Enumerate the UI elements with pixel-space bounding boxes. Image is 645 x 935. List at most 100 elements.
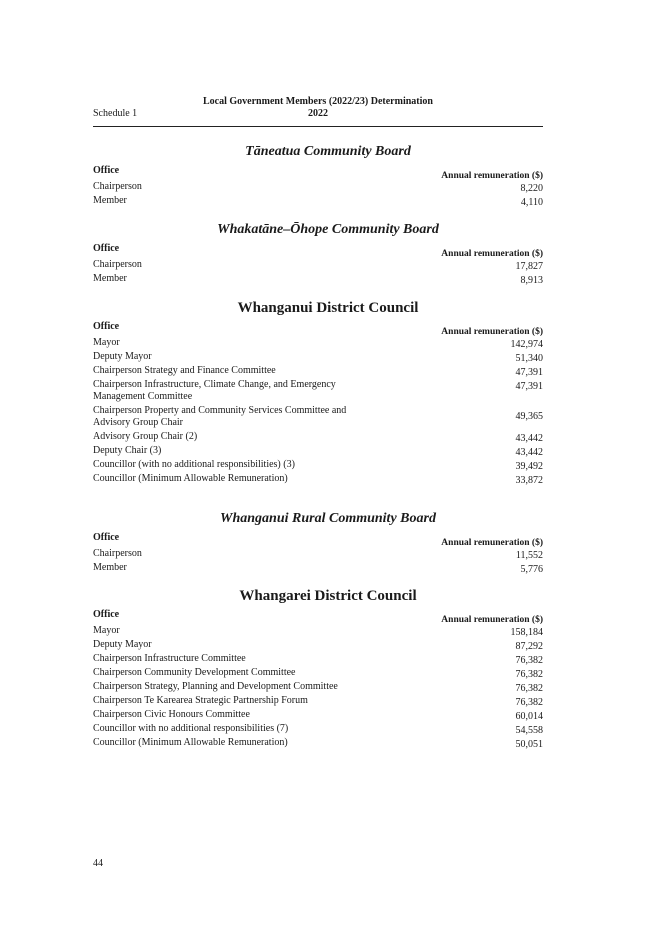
table-header: Office Annual remuneration ($) [93, 165, 543, 181]
table-row: Chairperson Te Karearea Strategic Partne… [93, 695, 543, 709]
office-name: Member [93, 273, 127, 284]
office-name: Deputy Mayor [93, 351, 152, 362]
table-row: Councillor (with no additional responsib… [93, 459, 543, 473]
office-name: Deputy Chair (3) [93, 445, 162, 456]
remuneration-amount: 142,974 [510, 339, 544, 350]
office-name: Advisory Group Chair (2) [93, 431, 198, 442]
page-header: Schedule 1 Local Government Members (202… [93, 96, 541, 126]
table-header: Office Annual remuneration ($) [93, 321, 543, 337]
office-name: Member [93, 195, 127, 206]
section-whanganui-rural-community-board: Whanganui Rural Community Board Office A… [93, 510, 543, 576]
document-title-line2: 2022 [308, 108, 328, 119]
remuneration-amount: 8,913 [520, 275, 544, 286]
table-row: Advisory Group Chair (2) 43,442 [93, 431, 543, 445]
table-row: Chairperson 8,220 [93, 181, 543, 195]
remuneration-amount: 76,382 [515, 669, 544, 680]
section-whangarei-district-council: Whangarei District Council Office Annual… [93, 587, 543, 751]
office-name: Chairperson Infrastructure Committee [93, 653, 246, 664]
table-row: Deputy Mayor 87,292 [93, 639, 543, 653]
office-column-header: Office [93, 321, 120, 332]
table-row: Chairperson Infrastructure, Climate Chan… [93, 379, 543, 405]
document-title-line1: Local Government Members (2022/23) Deter… [203, 96, 433, 107]
table-row: Deputy Chair (3) 43,442 [93, 445, 543, 459]
table-row: Councillor with no additional responsibi… [93, 723, 543, 737]
remuneration-amount: 76,382 [515, 697, 544, 708]
office-name: Chairperson [93, 181, 142, 192]
remuneration-amount: 60,014 [515, 711, 544, 722]
office-name: Councillor (with no additional responsib… [93, 459, 295, 470]
section-title: Whanganui District Council [237, 300, 419, 316]
table-row: Chairperson Strategy and Finance Committ… [93, 365, 543, 379]
office-name: Chairperson Te Karearea Strategic Partne… [93, 695, 308, 706]
table-row: Member 5,776 [93, 562, 543, 576]
schedule-label: Schedule 1 [93, 108, 138, 119]
remuneration-amount: 47,391 [515, 381, 544, 392]
table-row: Chairperson Civic Honours Committee 60,01… [93, 709, 543, 723]
section-title: Tāneatua Community Board [245, 144, 411, 159]
office-name: Mayor [93, 337, 120, 348]
remuneration-column-header: Annual remuneration ($) [441, 249, 543, 259]
table-row: Councillor (Minimum Allowable Remunerati… [93, 737, 543, 751]
table-row: Chairperson Community Development Commit… [93, 667, 543, 681]
remuneration-amount: 47,391 [515, 367, 544, 378]
remuneration-amount: 51,340 [515, 353, 544, 364]
remuneration-column-header: Annual remuneration ($) [441, 327, 543, 337]
office-column-header: Office [93, 609, 120, 620]
office-name: Councillor (Minimum Allowable Remunerati… [93, 473, 288, 484]
table-row: Mayor 158,184 [93, 625, 543, 639]
office-column-header: Office [93, 532, 120, 543]
section-title: Whanganui Rural Community Board [220, 511, 436, 526]
remuneration-amount: 4,110 [520, 197, 543, 208]
remuneration-amount: 8,220 [520, 183, 544, 194]
office-name: Chairperson Strategy, Planning and Devel… [93, 681, 338, 692]
remuneration-column-header: Annual remuneration ($) [441, 615, 543, 625]
table-row: Chairperson 17,827 [93, 259, 543, 273]
header-divider [93, 126, 543, 127]
office-name: Chairperson [93, 259, 142, 270]
remuneration-amount: 43,442 [515, 433, 544, 444]
office-name: Deputy Mayor [93, 639, 152, 650]
office-name: Chairperson [93, 548, 142, 559]
office-name: Councillor (Minimum Allowable Remunerati… [93, 737, 288, 748]
table-row: Chairperson 11,552 [93, 548, 543, 562]
section-whakatane-ohope-community-board: Whakatāne–Ōhope Community Board Office A… [93, 221, 543, 287]
remuneration-amount: 54,558 [515, 725, 544, 736]
office-name: Chairperson Infrastructure, Climate Chan… [93, 379, 336, 402]
remuneration-amount: 39,492 [515, 461, 544, 472]
table-header: Office Annual remuneration ($) [93, 532, 543, 548]
table-row: Member 4,110 [93, 195, 543, 209]
remuneration-amount: 33,872 [515, 475, 544, 486]
section-title: Whangarei District Council [239, 588, 417, 604]
document-title: Local Government Members (2022/23) Deter… [153, 96, 483, 120]
page-number: 44 [93, 858, 103, 869]
remuneration-amount: 158,184 [510, 627, 544, 638]
table-header: Office Annual remuneration ($) [93, 243, 543, 259]
table-row: Member 8,913 [93, 273, 543, 287]
remuneration-column-header: Annual remuneration ($) [441, 538, 543, 548]
table-header: Office Annual remuneration ($) [93, 609, 543, 625]
office-name: Chairperson Civic Honours Committee [93, 709, 250, 720]
remuneration-amount: 76,382 [515, 683, 544, 694]
table-row: Chairperson Strategy, Planning and Devel… [93, 681, 543, 695]
office-name: Councillor with no additional responsibi… [93, 723, 289, 734]
remuneration-amount: 76,382 [515, 655, 544, 666]
remuneration-amount: 87,292 [515, 641, 544, 652]
remuneration-amount: 5,776 [520, 564, 544, 575]
remuneration-amount: 17,827 [515, 261, 544, 272]
remuneration-amount: 43,442 [515, 447, 544, 458]
section-title: Whakatāne–Ōhope Community Board [217, 222, 439, 237]
office-name: Member [93, 562, 127, 573]
office-column-header: Office [93, 165, 120, 176]
table-row: Chairperson Infrastructure Committee 76,3… [93, 653, 543, 667]
table-row: Councillor (Minimum Allowable Remunerati… [93, 473, 543, 487]
remuneration-amount: 49,365 [515, 411, 544, 422]
office-name: Chairperson Community Development Commit… [93, 667, 296, 678]
table-row: Mayor 142,974 [93, 337, 543, 351]
table-row: Deputy Mayor 51,340 [93, 351, 543, 365]
remuneration-amount: 50,051 [515, 739, 544, 750]
remuneration-amount: 11,552 [515, 550, 543, 561]
office-name: Chairperson Strategy and Finance Committ… [93, 365, 276, 376]
table-row: Chairperson Property and Community Servi… [93, 405, 543, 431]
office-name: Mayor [93, 625, 120, 636]
